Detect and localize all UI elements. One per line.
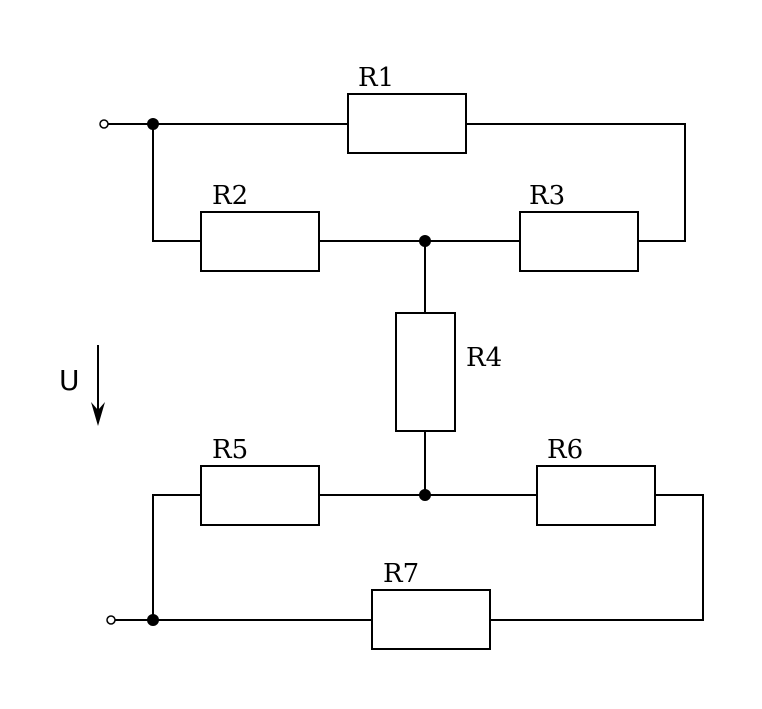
wire-r5-left xyxy=(152,494,201,620)
resistor-r7-body xyxy=(371,589,491,650)
terminal-bottom xyxy=(106,615,116,625)
resistor-r6-body xyxy=(536,465,656,526)
junction-node-middle-top xyxy=(419,235,431,247)
resistor-r4-body xyxy=(395,312,456,432)
resistor-r5: R5 xyxy=(200,435,320,526)
junction-node-top-left xyxy=(147,118,159,130)
junction-node-middle-bottom xyxy=(419,489,431,501)
wire-r1-right xyxy=(466,123,686,242)
resistor-r5-body xyxy=(200,465,320,526)
resistor-r2-label: R2 xyxy=(212,181,248,211)
resistor-r4: R4 xyxy=(395,312,502,432)
wires xyxy=(108,123,704,621)
resistor-r3-body xyxy=(519,211,639,272)
resistor-r4-label: R4 xyxy=(466,343,502,373)
junction-node-bottom-left xyxy=(147,614,159,626)
terminal-top xyxy=(99,119,109,129)
resistor-r5-label: R5 xyxy=(212,435,248,465)
wire-top-node-to-r2 xyxy=(152,124,201,242)
resistor-r3: R3 xyxy=(519,181,639,272)
resistor-r7-label: R7 xyxy=(383,559,419,589)
resistor-r2-body xyxy=(200,211,320,272)
voltage-label: U xyxy=(59,364,80,397)
resistor-r3-label: R3 xyxy=(529,181,565,211)
voltage-indicator: U xyxy=(59,345,105,426)
resistor-r6-label: R6 xyxy=(547,435,583,465)
wire-r7-r6-right xyxy=(490,494,704,621)
resistor-r1: R1 xyxy=(347,63,467,154)
voltage-arrow-head-icon xyxy=(91,402,105,426)
resistor-r6: R6 xyxy=(536,435,656,526)
resistor-r2: R2 xyxy=(200,181,320,272)
resistor-r1-body xyxy=(347,93,467,154)
resistor-r7: R7 xyxy=(371,559,491,650)
resistor-r1-label: R1 xyxy=(358,63,394,93)
